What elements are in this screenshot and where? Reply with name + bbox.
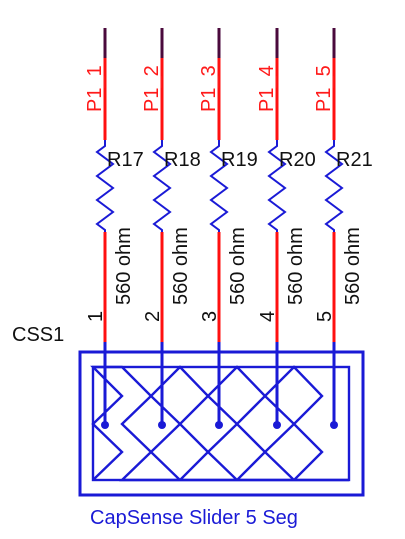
component-ref-label: CSS1 xyxy=(12,324,64,346)
channel-4: P1_4 R20 560 ohm 4 xyxy=(256,28,316,429)
pin-number-label: 5 xyxy=(314,311,336,322)
resistor-value-label: 560 ohm xyxy=(342,227,364,305)
resistor-r18-symbol[interactable] xyxy=(152,140,172,236)
component-outer-frame xyxy=(78,350,365,497)
pin-junction-dot xyxy=(101,421,109,429)
channel-1: P1_1 R17 560 ohm 1 xyxy=(84,28,144,429)
pin-number-label: 4 xyxy=(257,311,279,322)
channel-2: P1_2 R18 560 ohm 2 xyxy=(141,28,201,429)
net-label: P1_4 xyxy=(256,65,278,112)
pin-number-label: 1 xyxy=(85,311,107,322)
pin-junction-dot xyxy=(158,421,166,429)
net-label: P1_2 xyxy=(141,65,163,112)
channel-3: P1_3 R19 560 ohm 3 xyxy=(198,28,258,429)
slider-segment-pattern xyxy=(90,365,349,482)
channel-5: P1_5 R21 560 ohm 5 xyxy=(313,28,373,429)
capsense-slider-component[interactable]: CSS1 CapSense Slider 5 Seg xyxy=(12,324,365,529)
pin-number-label: 2 xyxy=(142,311,164,322)
resistor-ref-label: R20 xyxy=(279,149,316,171)
resistor-ref-label: R18 xyxy=(164,149,201,171)
component-name-label: CapSense Slider 5 Seg xyxy=(90,507,298,529)
resistor-ref-label: R19 xyxy=(221,149,258,171)
pin-junction-dot xyxy=(215,421,223,429)
resistor-value-label: 560 ohm xyxy=(113,227,135,305)
resistor-r17-symbol[interactable] xyxy=(95,140,115,236)
resistor-r20-symbol[interactable] xyxy=(267,140,287,236)
resistor-ref-label: R17 xyxy=(107,149,144,171)
resistor-r19-symbol[interactable] xyxy=(209,140,229,236)
pin-junction-dot xyxy=(273,421,281,429)
net-label: P1_1 xyxy=(84,65,106,112)
resistor-value-label: 560 ohm xyxy=(227,227,249,305)
resistor-r21-symbol[interactable] xyxy=(324,140,344,236)
resistor-value-label: 560 ohm xyxy=(170,227,192,305)
resistor-value-label: 560 ohm xyxy=(285,227,307,305)
resistor-ref-label: R21 xyxy=(336,149,373,171)
net-label: P1_5 xyxy=(313,65,335,112)
pin-number-label: 3 xyxy=(199,311,221,322)
net-label: P1_3 xyxy=(198,65,220,112)
pin-junction-dot xyxy=(330,421,338,429)
